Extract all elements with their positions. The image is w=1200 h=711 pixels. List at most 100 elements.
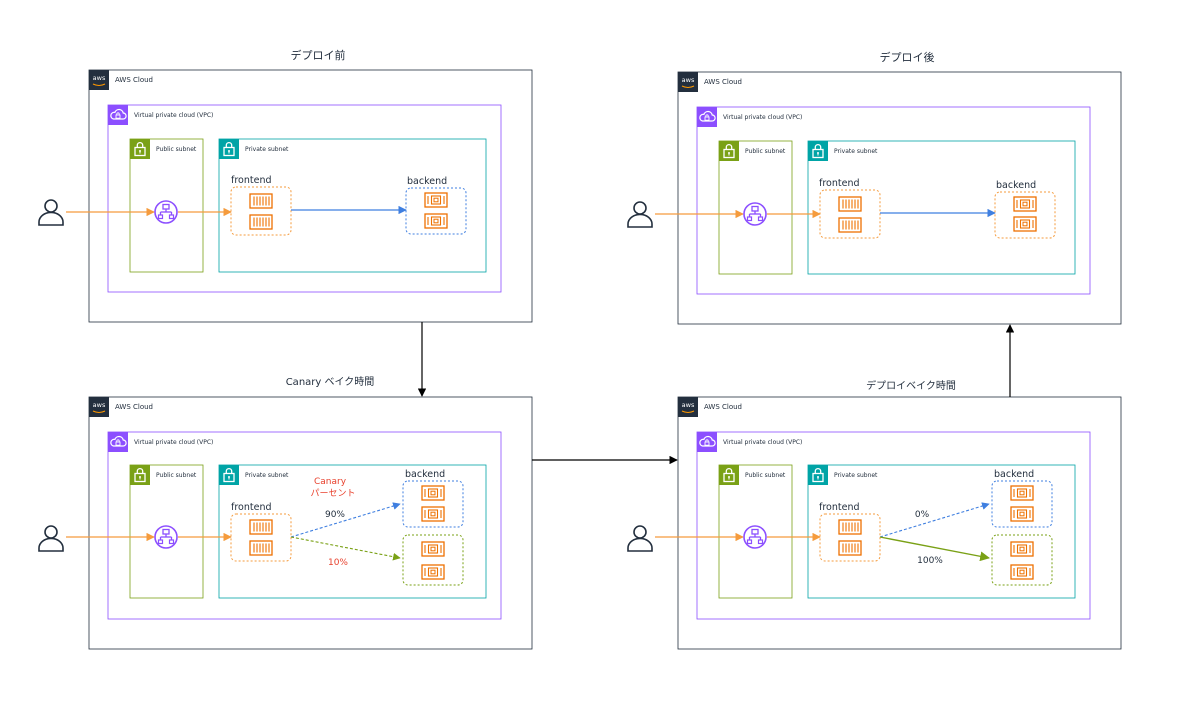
- frontend-label: frontend: [819, 502, 860, 513]
- container-task-icon: [249, 540, 273, 556]
- server-icon: [1010, 485, 1034, 501]
- traffic-current-percent: 90%: [325, 510, 345, 520]
- private-subnet-group: [218, 138, 487, 273]
- server-icon: [1010, 506, 1034, 522]
- private-subnet-label: Private subnet: [245, 472, 289, 479]
- server-icon: [421, 485, 445, 501]
- aws-cloud-label: AWS Cloud: [115, 403, 153, 411]
- load-balancer-icon: [743, 525, 767, 549]
- frontend-label: frontend: [819, 178, 860, 189]
- public-subnet-group: [129, 138, 204, 273]
- vpc-group: [696, 431, 1091, 620]
- aws-cloud-group: [677, 71, 1122, 325]
- traffic-new-percent: 10%: [328, 558, 348, 568]
- traffic-current-arrow: [290, 502, 401, 538]
- backend-service-current: [991, 480, 1053, 528]
- container-task-icon: [249, 193, 273, 209]
- aws-logo-icon: aws: [89, 397, 109, 417]
- vpc-group: [107, 104, 502, 293]
- user-icon: [627, 201, 653, 228]
- aws-logo-icon: aws: [678, 397, 698, 417]
- private-subnet-group: [807, 140, 1076, 275]
- vpc-label: Virtual private cloud (VPC): [723, 114, 802, 121]
- frontend-service: [230, 186, 292, 236]
- panel-title: デプロイ前: [291, 48, 346, 62]
- container-task-icon: [249, 519, 273, 535]
- load-balancer-icon: [154, 525, 178, 549]
- public-subnet-label: Public subnet: [156, 472, 197, 479]
- container-task-icon: [838, 540, 862, 556]
- panel-before: デプロイ前 aws AWS Cloud Virtual private clou…: [38, 48, 533, 323]
- aws-cloud-group: [88, 69, 533, 323]
- server-icon: [421, 564, 445, 580]
- private-subnet-label: Private subnet: [245, 146, 289, 153]
- aws-logo-icon: aws: [678, 72, 698, 92]
- panel-title: Canary ベイク時間: [286, 376, 375, 388]
- private-subnet-group: [807, 464, 1076, 599]
- server-icon: [421, 506, 445, 522]
- frontend-label: frontend: [231, 175, 272, 186]
- server-icon: [421, 541, 445, 557]
- vpc-group: [107, 431, 502, 620]
- vpc-group: [696, 106, 1091, 295]
- traffic-new-arrow: [290, 536, 401, 561]
- backend-service-new: [402, 534, 464, 586]
- user-icon: [38, 525, 64, 552]
- aws-logo-icon: aws: [89, 70, 109, 90]
- traffic-new-arrow: [879, 536, 990, 562]
- panel-after: デプロイ後 aws AWS Cloud Virtual private clou…: [627, 50, 1122, 325]
- backend-service-current: [405, 187, 467, 235]
- private-subnet-group: [218, 464, 487, 599]
- frontend-service: [819, 513, 881, 562]
- load-balancer-icon: [743, 202, 767, 226]
- container-task-icon: [838, 217, 862, 233]
- server-icon: [424, 192, 448, 208]
- backend-label: backend: [994, 469, 1034, 480]
- aws-cloud-label: AWS Cloud: [704, 78, 742, 86]
- server-icon: [1010, 564, 1034, 580]
- panel-title: デプロイベイク時間: [866, 379, 956, 392]
- container-task-icon: [838, 519, 862, 535]
- backend-label: backend: [996, 180, 1036, 191]
- svg-text:aws: aws: [682, 76, 695, 84]
- traffic-current-arrow: [879, 502, 990, 538]
- svg-text:aws: aws: [682, 401, 695, 409]
- server-icon: [1013, 196, 1037, 212]
- panel-canary-bake: Canary ベイク時間 aws AWS Cloud Virtual priva…: [38, 376, 533, 650]
- public-subnet-group: [718, 140, 793, 275]
- vpc-label: Virtual private cloud (VPC): [134, 112, 213, 119]
- aws-cloud-group: [88, 396, 533, 650]
- svg-text:aws: aws: [93, 401, 106, 409]
- public-subnet-label: Public subnet: [745, 148, 786, 155]
- public-subnet-group: [718, 464, 793, 599]
- backend-service-new: [994, 191, 1056, 239]
- public-subnet-group: [129, 464, 204, 599]
- backend-label: backend: [405, 469, 445, 480]
- private-subnet-label: Private subnet: [834, 148, 878, 155]
- canary-percent-label: Canary: [314, 477, 347, 487]
- aws-cloud-group: [677, 396, 1122, 650]
- user-icon: [38, 199, 64, 226]
- frontend-service: [819, 189, 881, 239]
- backend-service-new: [991, 534, 1053, 586]
- public-subnet-label: Public subnet: [156, 146, 197, 153]
- public-subnet-label: Public subnet: [745, 472, 786, 479]
- canary-percent-label-2: パーセント: [310, 488, 355, 499]
- frontend-service: [230, 513, 292, 562]
- aws-cloud-label: AWS Cloud: [704, 403, 742, 411]
- server-icon: [424, 213, 448, 229]
- vpc-label: Virtual private cloud (VPC): [723, 439, 802, 446]
- container-task-icon: [249, 214, 273, 230]
- backend-label: backend: [407, 176, 447, 187]
- svg-text:aws: aws: [93, 74, 106, 82]
- load-balancer-icon: [154, 200, 178, 224]
- vpc-label: Virtual private cloud (VPC): [134, 439, 213, 446]
- backend-service-current: [402, 480, 464, 528]
- frontend-label: frontend: [231, 502, 272, 513]
- panel-title: デプロイ後: [880, 50, 935, 64]
- container-task-icon: [838, 196, 862, 212]
- server-icon: [1013, 216, 1037, 232]
- traffic-new-percent: 100%: [917, 556, 943, 566]
- private-subnet-label: Private subnet: [834, 472, 878, 479]
